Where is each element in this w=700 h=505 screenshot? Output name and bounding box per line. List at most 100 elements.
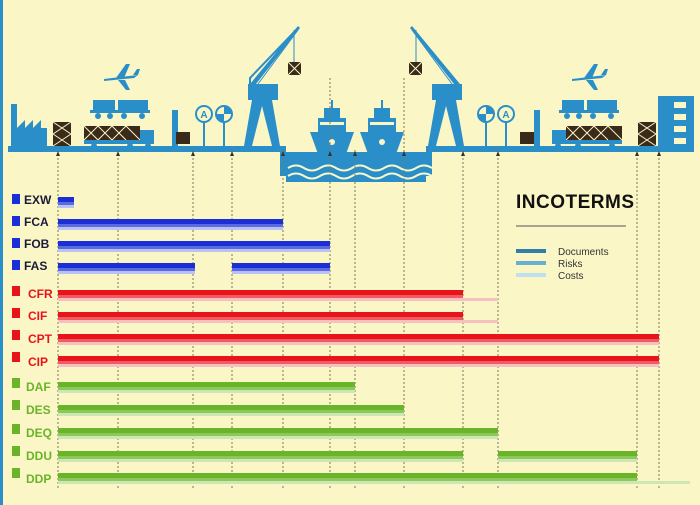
- airplane-icon: [104, 64, 140, 90]
- transfer-arrow: [461, 151, 465, 156]
- documents-bar-cpt: [58, 334, 659, 339]
- transfer-arrow: [657, 151, 661, 156]
- office-building-icon: [658, 96, 694, 150]
- documents-bar-exw: [58, 197, 74, 202]
- ship-icon: [310, 100, 354, 154]
- svg-text:A: A: [502, 110, 509, 121]
- transfer-arrow: [353, 151, 357, 156]
- truck-icon: [552, 125, 623, 149]
- costs-bar-ddu: [58, 459, 463, 462]
- ground-line: [8, 146, 694, 176]
- risks-bar-transfer-cpt: [58, 339, 193, 342]
- legend-label-costs: Costs: [558, 271, 584, 282]
- term-label-daf: DAF: [26, 380, 51, 394]
- term-marker-deq: [12, 424, 20, 434]
- term-marker-ddu: [12, 446, 20, 456]
- term-label-cfr: CFR: [28, 287, 53, 301]
- left-border: [0, 0, 3, 505]
- transfer-arrow: [230, 151, 234, 156]
- term-marker-cpt: [12, 330, 20, 340]
- costs-bar-extended-cfr: [58, 298, 498, 301]
- legend-swatch-documents: [516, 249, 546, 253]
- train-icon: [90, 100, 150, 119]
- term-marker-des: [12, 400, 20, 410]
- diagram-title: INCOTERMS: [516, 192, 635, 213]
- crane-icon: [244, 26, 302, 146]
- risks-bar-exw: [58, 202, 74, 205]
- risks-bar-ddu: [498, 456, 637, 459]
- term-marker-fas: [12, 260, 20, 270]
- term-label-cpt: CPT: [28, 332, 53, 346]
- svg-text:A: A: [200, 110, 207, 121]
- risks-bar-deq: [58, 433, 498, 436]
- term-marker-fob: [12, 238, 20, 248]
- costs-bar-deq: [58, 436, 498, 439]
- risks-bar-daf: [58, 387, 355, 390]
- water-icon: [286, 152, 433, 182]
- documents-bar-des: [58, 405, 404, 410]
- risks-bar-cip: [58, 361, 659, 364]
- term-marker-ddp: [12, 468, 20, 478]
- term-label-cif: CIF: [28, 309, 47, 323]
- legend-label-documents: Documents: [558, 247, 609, 258]
- risks-bar-fas: [232, 268, 330, 271]
- risks-bar-des: [58, 410, 404, 413]
- documents-bar-cif: [58, 312, 463, 317]
- warehouse-icon: [172, 110, 190, 146]
- customs-icon: A: [477, 105, 515, 146]
- documents-bar-cfr: [58, 290, 463, 295]
- documents-bar-ddp: [58, 473, 637, 478]
- term-labels: EXW FCA FOB FAS CFR CIF CPT CIP DAF DES …: [12, 193, 53, 486]
- pallet-icon: [637, 121, 657, 147]
- risks-bar-ddu: [58, 456, 463, 459]
- transfer-arrow: [496, 151, 500, 156]
- factory-icon: [11, 104, 47, 148]
- term-label-ddp: DDP: [26, 472, 51, 486]
- term-label-exw: EXW: [24, 193, 52, 207]
- transfer-arrow: [328, 151, 332, 156]
- term-label-fca: FCA: [24, 215, 49, 229]
- term-bars: [58, 197, 690, 484]
- term-label-des: DES: [26, 403, 51, 417]
- risks-bar-transfer-cfr: [58, 295, 283, 298]
- documents-bar-cip: [58, 356, 659, 361]
- costs-bar-fob: [58, 249, 330, 252]
- risks-bar-transfer-cif: [58, 317, 283, 320]
- ship-icon: [360, 100, 404, 154]
- transfer-arrow: [56, 151, 60, 156]
- costs-bar-fas: [58, 271, 195, 274]
- term-label-fas: FAS: [24, 259, 47, 273]
- costs-bar-fas: [232, 271, 330, 274]
- airplane-icon: [572, 64, 608, 90]
- warehouse-icon: [520, 110, 540, 146]
- term-marker-fca: [12, 216, 20, 226]
- term-marker-cip: [12, 352, 20, 362]
- legend-swatch-risks: [516, 261, 546, 265]
- crane-icon: [408, 26, 464, 146]
- legend-label-risks: Risks: [558, 259, 582, 270]
- risks-bar-fas: [58, 268, 195, 271]
- risks-bar-fca: [58, 224, 283, 227]
- risks-bar-cpt: [58, 339, 659, 342]
- customs-icon: A: [195, 105, 233, 146]
- train-icon: [559, 100, 619, 119]
- costs-bar-fca: [58, 227, 283, 230]
- risks-bar-transfer-cip: [58, 361, 193, 364]
- transfer-arrow: [635, 151, 639, 156]
- documents-bar-daf: [58, 382, 355, 387]
- costs-bar-des: [58, 413, 404, 416]
- documents-bar-fas: [58, 263, 195, 268]
- term-label-ddu: DDU: [26, 449, 52, 463]
- term-label-deq: DEQ: [26, 426, 52, 440]
- documents-bar-ddu: [58, 451, 463, 456]
- transfer-arrow: [191, 151, 195, 156]
- legend-swatch-costs: [516, 273, 546, 277]
- term-marker-daf: [12, 378, 20, 388]
- transfer-arrow: [281, 151, 285, 156]
- costs-bar-extended-ddp: [58, 481, 690, 484]
- term-marker-exw: [12, 194, 20, 204]
- costs-bar-ddu: [498, 459, 637, 462]
- pallet-icon: [52, 121, 72, 147]
- truck-icon: [83, 125, 154, 149]
